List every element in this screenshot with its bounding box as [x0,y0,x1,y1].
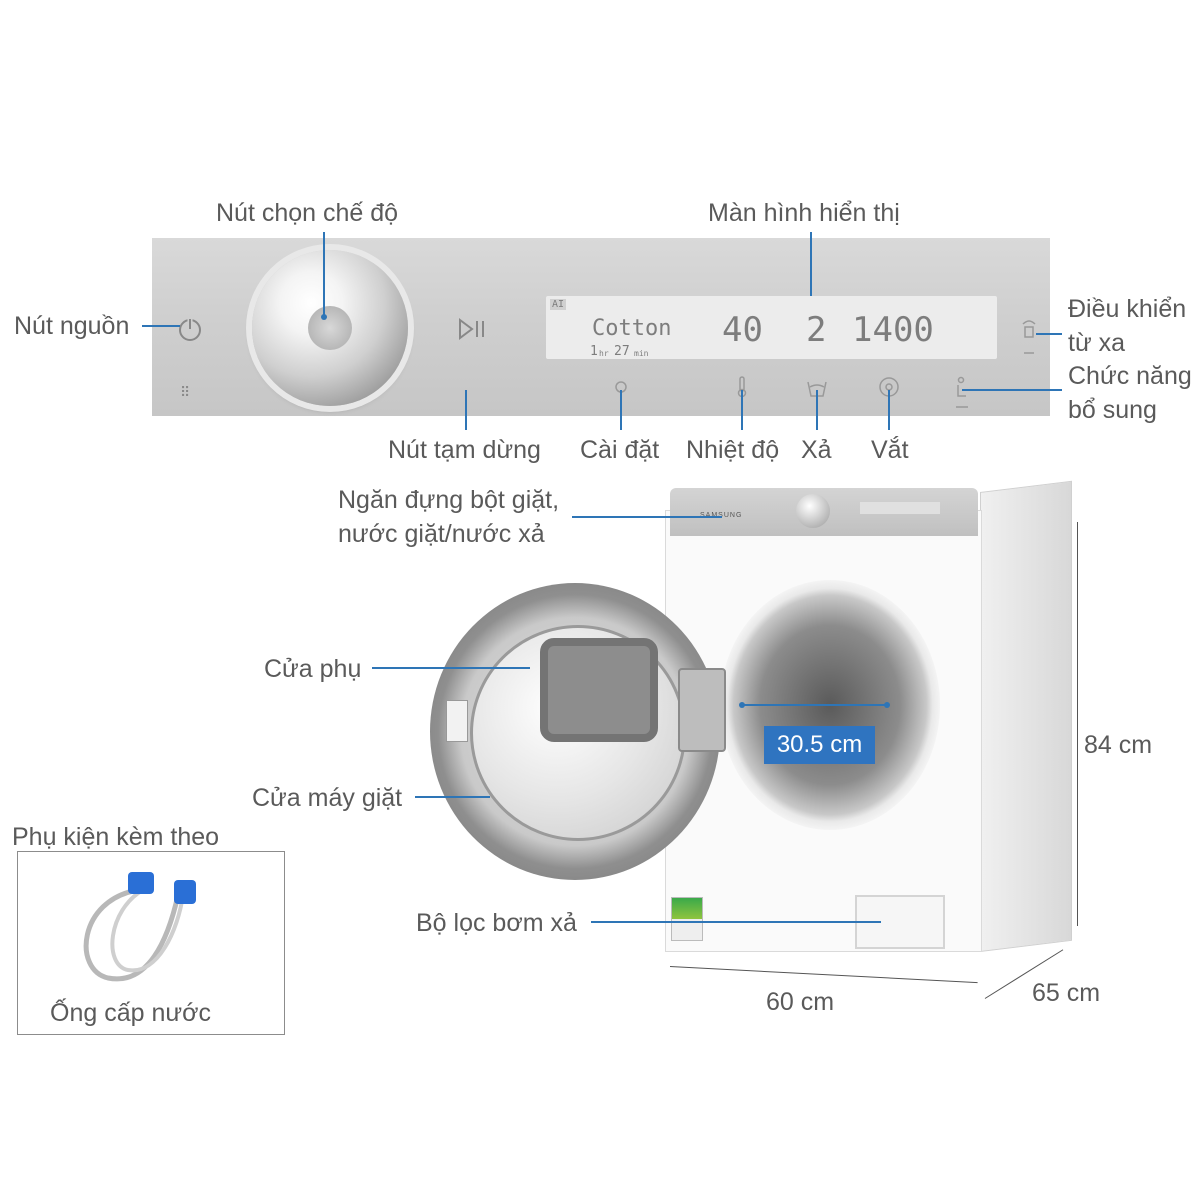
sub-door-pointer [372,667,530,669]
power-icon[interactable] [177,316,203,347]
display-time-min: 27 [614,344,630,359]
width-dimension-line [669,966,978,984]
play-pause-icon[interactable] [458,318,488,345]
remote-pointer [1036,333,1062,335]
depth-dimension: 65 cm [1032,979,1101,1007]
extra-label-line1: Chức năng [1068,362,1192,390]
program-knob-pointer-dot [321,314,327,320]
extra-function-icon[interactable] [952,376,972,415]
rinse-pointer [816,390,818,430]
display-temperature: 40 [722,310,763,350]
door-label: Cửa máy giặt [252,784,403,812]
display-time-min-unit: min [634,349,649,358]
sub-door[interactable] [540,638,658,742]
child-lock-dots-icon: ⠿ [180,384,191,400]
pause-pointer [465,390,467,430]
display-program: Cotton [592,316,672,341]
accessories-box: Ống cấp nước [17,851,285,1035]
display-screen: AI Cotton 1 hr 27 min 40 2 1400 [546,296,997,359]
remote-label-line1: Điều khiển [1068,295,1187,323]
door-latch [446,700,468,742]
machine-top-panel: SAMSUNG [670,488,978,536]
spin-pointer [888,390,890,430]
program-knob-label: Nút chọn chế độ [216,199,399,227]
door-hinge [678,668,726,752]
drum-diameter-line [742,704,887,706]
drum-diameter-dot-left [739,702,745,708]
accessories-title: Phụ kiện kèm theo [12,823,220,851]
rinse-label: Xả [801,436,832,464]
temp-pointer [741,390,743,430]
display-pointer [810,232,812,296]
extra-label-line2: bổ sung [1068,396,1157,424]
dispenser-label-line1: Ngăn đựng bột giặt, [338,486,560,514]
sub-door-label: Cửa phụ [264,655,362,683]
remote-label-line2: từ xa [1068,329,1126,357]
filter-pointer [591,921,881,923]
height-dimension-line [1077,522,1078,926]
spin-label: Vắt [871,436,909,464]
power-label: Nút nguồn [14,312,130,340]
brand-logo: SAMSUNG [700,512,742,519]
machine-mini-knob [796,494,830,528]
display-time-hour: 1 [590,344,598,359]
settings-label: Cài đặt [580,436,660,464]
display-label: Màn hình hiển thị [708,199,900,227]
filter-label: Bộ lọc bơm xả [416,909,577,937]
display-badge: AI [550,299,567,310]
display-time-hour-unit: hr [599,349,609,358]
remote-control-icon[interactable] [1020,318,1038,361]
width-dimension: 60 cm [766,988,835,1016]
energy-label-sticker [671,897,703,941]
accessory-item: Ống cấp nước [50,999,211,1027]
water-hose-icon [83,872,196,982]
program-selector-knob[interactable] [252,250,408,406]
temp-label: Nhiệt độ [686,436,780,464]
display-spin: 1400 [852,310,934,350]
machine-mini-display [860,502,940,514]
power-pointer [142,325,180,327]
dispenser-label-line2: nước giặt/nước xả [338,520,545,548]
drum-diameter-dot-right [884,702,890,708]
dispenser-pointer [572,516,722,518]
drum-diameter-value: 30.5 cm [764,726,875,764]
settings-pointer [620,390,622,430]
door-pointer [415,796,490,798]
extra-pointer [962,389,1062,391]
program-knob-pointer [323,232,325,317]
height-dimension: 84 cm [1084,731,1153,759]
display-rinse: 2 [806,310,827,350]
machine-side-panel [980,480,1072,952]
pause-label: Nút tạm dừng [388,436,541,464]
